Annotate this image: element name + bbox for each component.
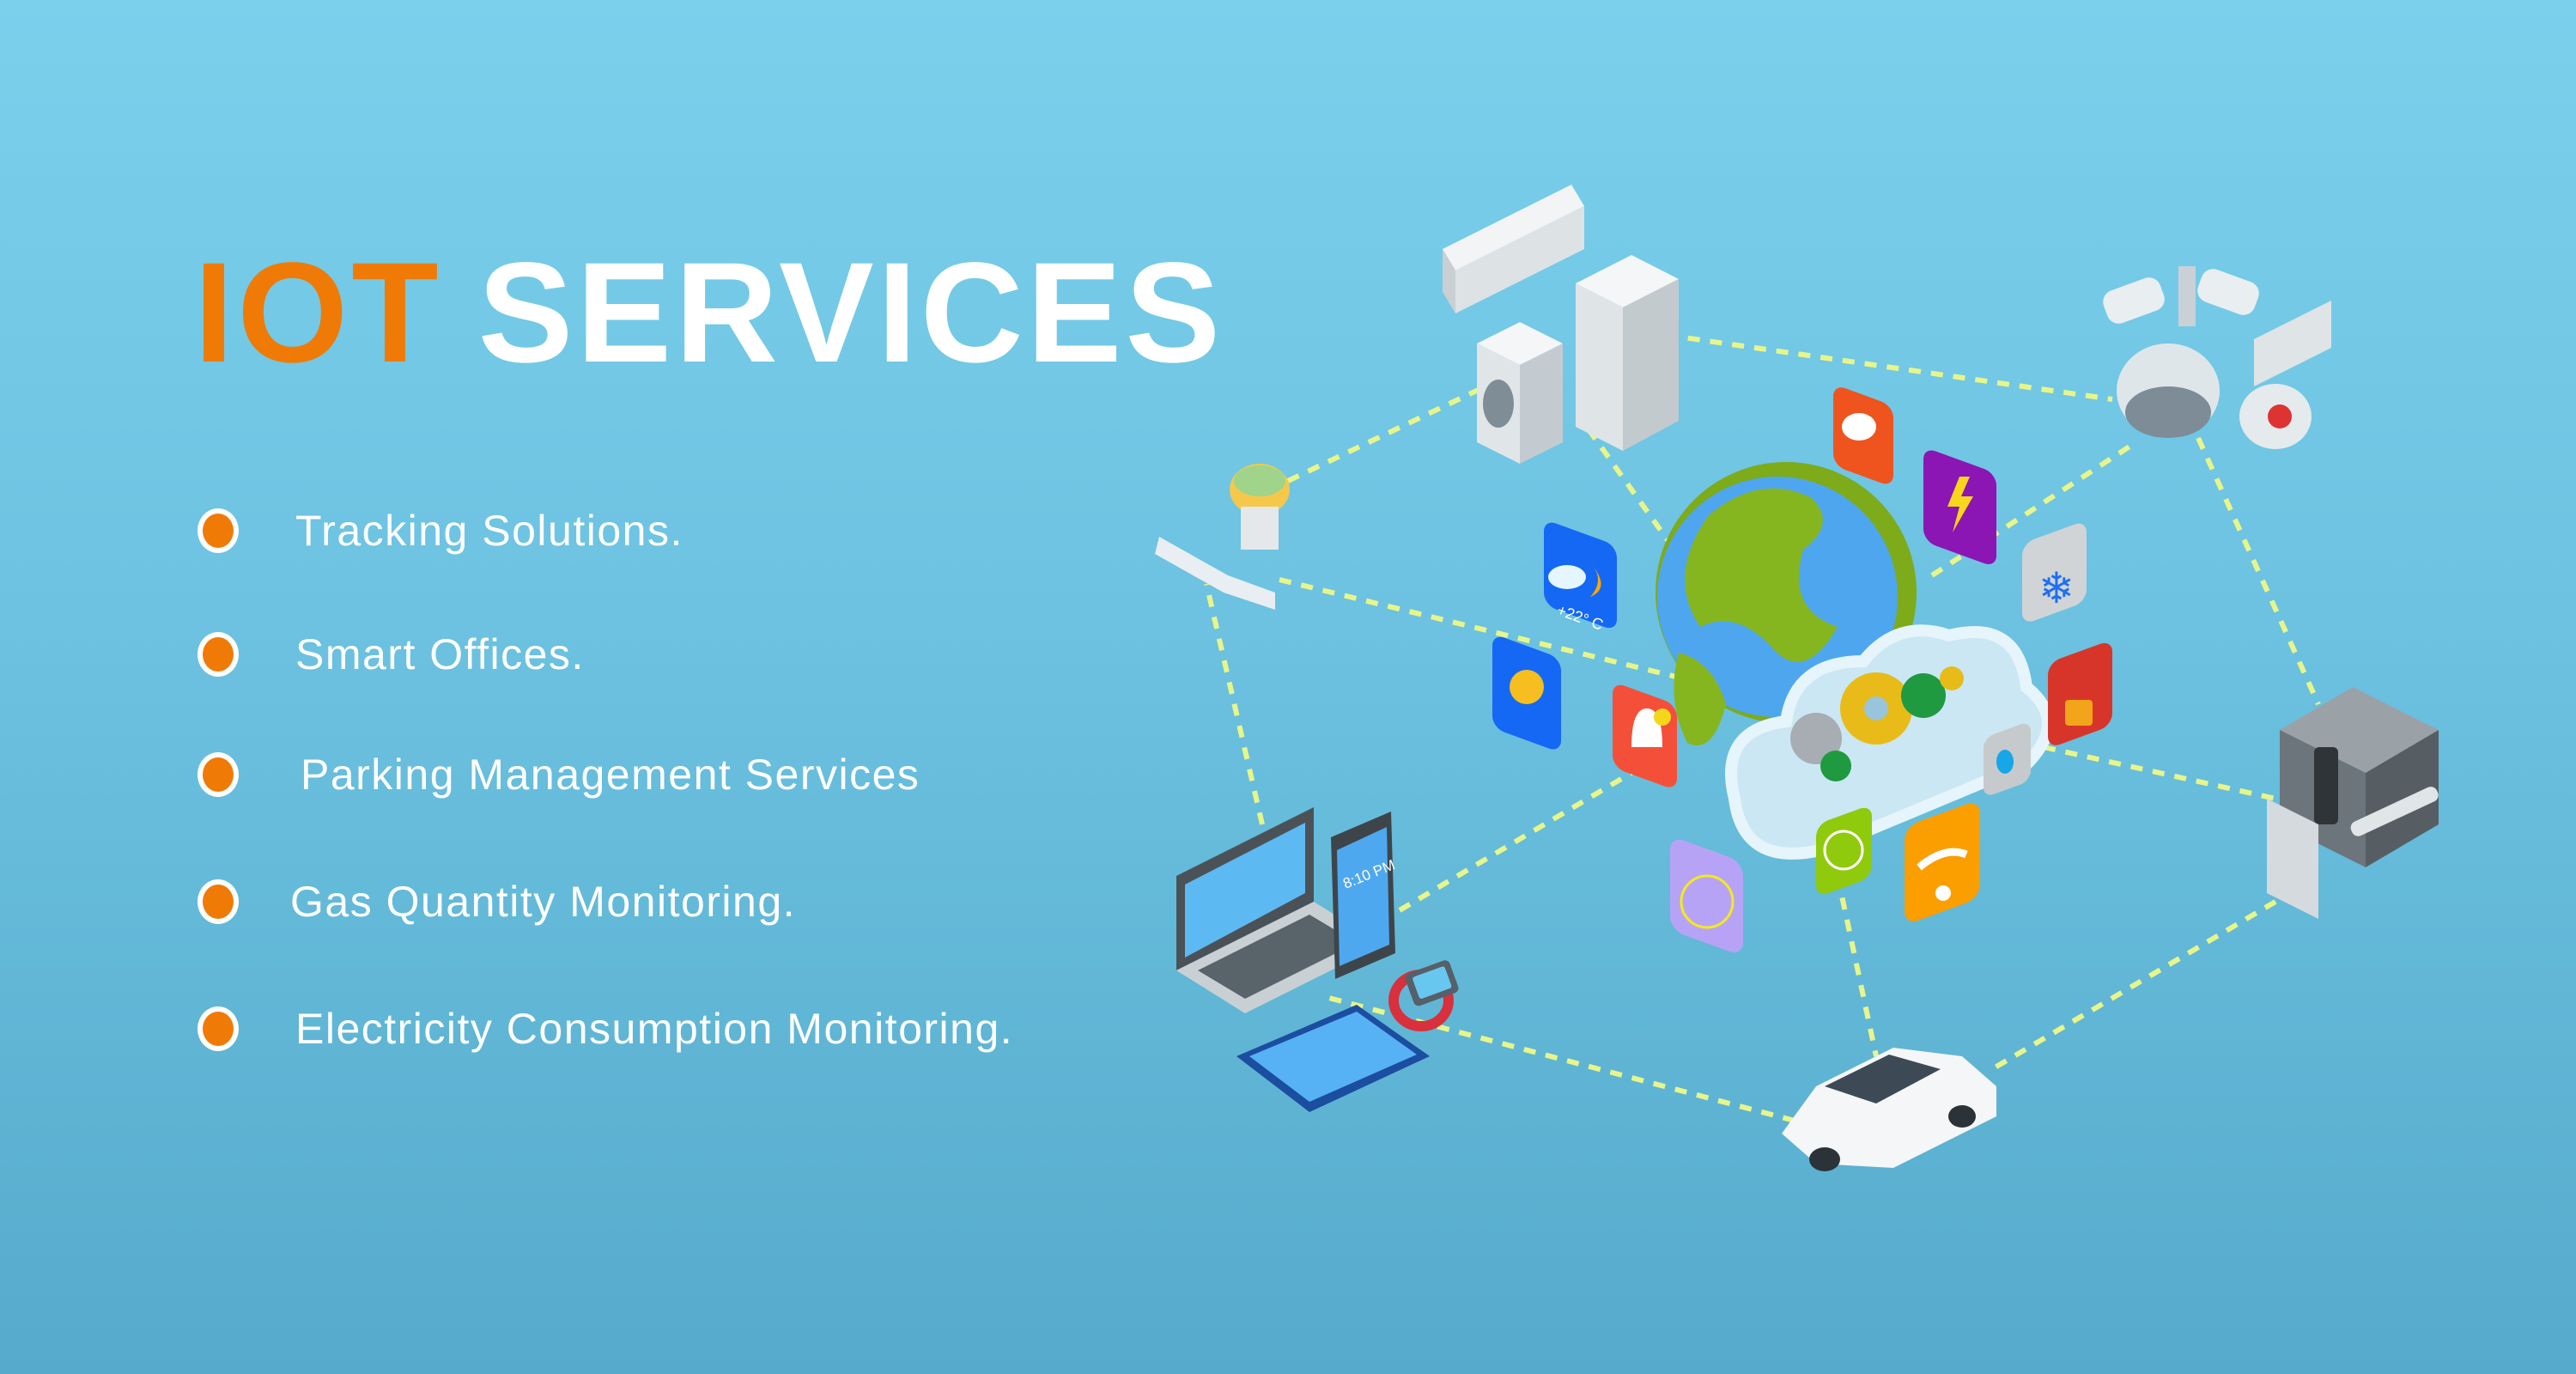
- wifi-icon: [1905, 803, 1980, 921]
- service-label: Parking Management Services: [301, 751, 920, 799]
- bullet-icon: [197, 508, 239, 553]
- globe-icon: [1816, 807, 1872, 895]
- smart-bulb: [1155, 464, 1290, 610]
- gear-icon: [1820, 751, 1851, 781]
- cloud-gears: [1725, 624, 2054, 860]
- bullet-icon: [197, 879, 239, 924]
- smartphone: 8:10 PM: [1331, 812, 1397, 979]
- list-item: Smart Offices.: [197, 629, 585, 680]
- list-item: Electricity Consumption Monitoring.: [197, 1003, 1013, 1055]
- bullet-icon: [197, 752, 239, 797]
- service-label: Gas Quantity Monitoring.: [290, 878, 797, 926]
- svg-text:❄: ❄: [2038, 564, 2075, 612]
- bullet-icon: [197, 1006, 239, 1051]
- refrigerator: [1576, 255, 1679, 451]
- bell-icon: [1613, 684, 1677, 787]
- gear-icon: [1901, 673, 1946, 718]
- gear-icon: [1790, 713, 1842, 764]
- service-label: Electricity Consumption Monitoring.: [295, 1005, 1014, 1053]
- laptop: [1176, 807, 1382, 1013]
- lightbulb-icon: [1492, 636, 1561, 750]
- thermostat: [2239, 301, 2331, 449]
- water-drop-icon: [1984, 723, 2031, 795]
- weather-icon: +22° C: [1544, 522, 1617, 634]
- air-conditioner: [1443, 185, 1584, 313]
- security-camera: [2103, 266, 2259, 438]
- smart-safe: [2267, 687, 2439, 919]
- washing-machine: [1477, 322, 1563, 464]
- service-label: Smart Offices.: [295, 630, 585, 678]
- clock-icon: [1670, 839, 1743, 953]
- list-item: Parking Management Services: [197, 749, 920, 800]
- list-item: Gas Quantity Monitoring.: [197, 876, 796, 927]
- chat-icon: [1833, 387, 1893, 484]
- tablet: [1236, 1005, 1430, 1112]
- bullet-icon: [197, 632, 239, 677]
- title-main: SERVICES: [477, 234, 1224, 392]
- lightning-icon: [1923, 450, 1996, 565]
- service-label: Tracking Solutions.: [295, 507, 683, 555]
- gear-icon: [1940, 666, 1964, 690]
- lock-icon: [2048, 642, 2112, 745]
- car: [1782, 1048, 1996, 1171]
- smartwatch: [1388, 960, 1459, 1031]
- title-accent: IOT: [194, 234, 442, 392]
- snowflake-icon: ❄: [2022, 523, 2087, 622]
- list-item: Tracking Solutions.: [197, 505, 683, 556]
